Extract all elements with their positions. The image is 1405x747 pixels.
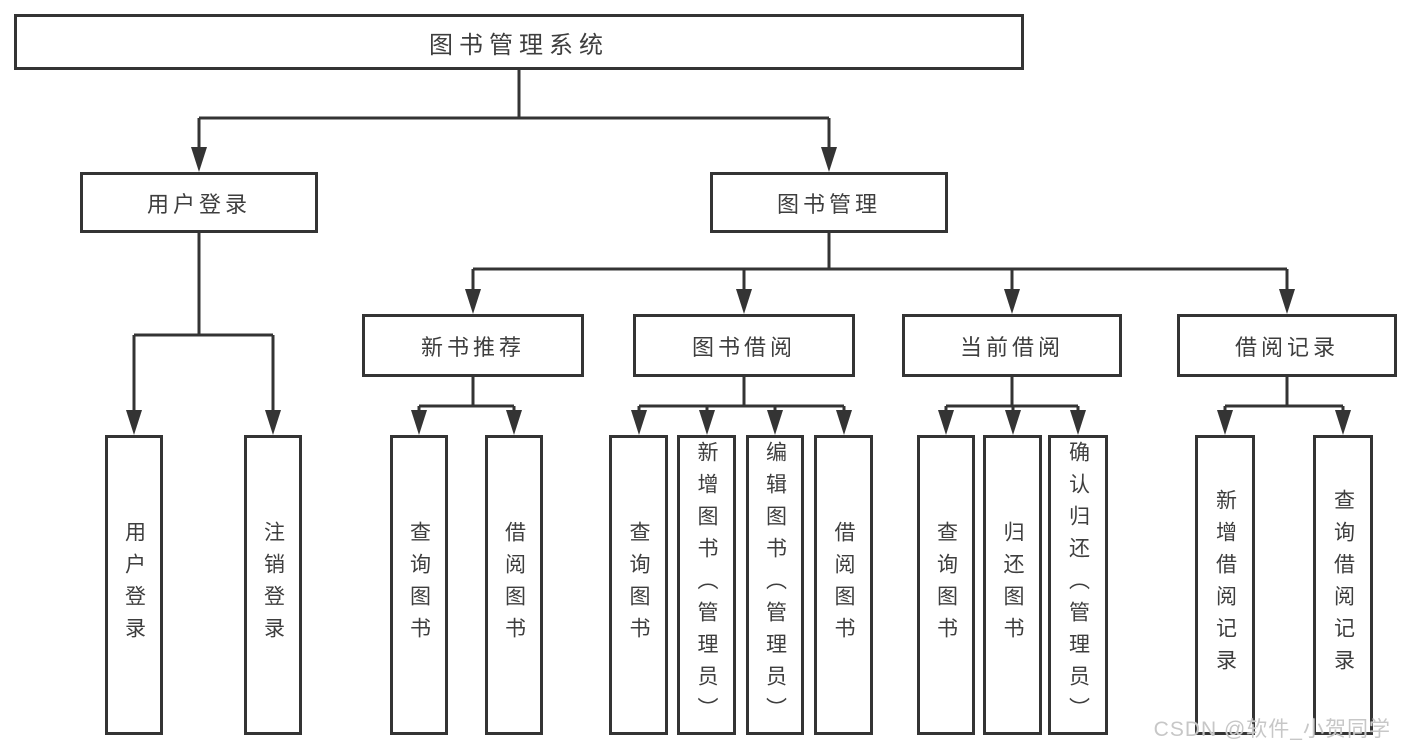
leaf-borrow-edit-books-label: 编辑图书（管理员） xyxy=(763,441,787,729)
arrow-icon xyxy=(767,410,783,435)
leaf-user-login: 用户登录 xyxy=(105,435,163,735)
arrow-icon xyxy=(1217,410,1233,435)
leaf-borrow-add-books-label: 新增图书（管理员） xyxy=(695,441,718,729)
node-user-login: 用户登录 xyxy=(80,172,318,233)
leaf-current-query-books: 查询图书 xyxy=(917,435,975,735)
leaf-rec-query-books: 查询图书 xyxy=(390,435,448,735)
node-book-borrowing: 图书借阅 xyxy=(633,314,855,377)
arrow-icon xyxy=(1279,289,1295,314)
leaf-records-add: 新增借阅记录 xyxy=(1195,435,1255,735)
leaf-current-return-books-label: 归还图书 xyxy=(1001,521,1024,649)
arrow-icon xyxy=(265,410,281,435)
arrow-icon xyxy=(126,410,142,435)
arrow-icon xyxy=(465,289,481,314)
arrow-icon xyxy=(1335,410,1351,435)
arrow-icon xyxy=(938,410,954,435)
leaf-records-add-label: 新增借阅记录 xyxy=(1213,489,1237,681)
leaf-logout: 注销登录 xyxy=(244,435,302,735)
leaf-logout-label: 注销登录 xyxy=(261,521,285,649)
leaf-borrow-edit-books: 编辑图书（管理员） xyxy=(746,435,804,735)
arrow-icon xyxy=(191,147,207,172)
leaf-current-query-books-label: 查询图书 xyxy=(934,521,958,649)
node-library-system: 图书管理系统 xyxy=(14,14,1024,70)
leaf-borrow-query-books-label: 查询图书 xyxy=(627,521,650,649)
leaf-current-confirm-return: 确认归还（管理员） xyxy=(1048,435,1108,735)
leaf-user-login-label: 用户登录 xyxy=(122,521,146,649)
arrow-icon xyxy=(1004,289,1020,314)
leaf-rec-borrow-books: 借阅图书 xyxy=(485,435,543,735)
leaf-borrow-query-books: 查询图书 xyxy=(609,435,668,735)
arrow-icon xyxy=(821,147,837,172)
arrow-icon xyxy=(736,289,752,314)
leaf-borrow-add-books: 新增图书（管理员） xyxy=(677,435,736,735)
leaf-rec-query-books-label: 查询图书 xyxy=(407,521,431,649)
leaf-rec-borrow-books-label: 借阅图书 xyxy=(502,521,526,649)
node-current-borrowing: 当前借阅 xyxy=(902,314,1122,377)
leaf-records-query-label: 查询借阅记录 xyxy=(1331,489,1355,681)
leaf-current-return-books: 归还图书 xyxy=(983,435,1042,735)
node-book-management: 图书管理 xyxy=(710,172,948,233)
node-new-book-recommend: 新书推荐 xyxy=(362,314,584,377)
csdn-watermark: CSDN @软件_小贺同学 xyxy=(1153,718,1391,741)
arrow-icon xyxy=(506,410,522,435)
leaf-current-confirm-return-label: 确认归还（管理员） xyxy=(1066,441,1090,729)
arrow-icon xyxy=(1005,410,1021,435)
leaf-records-query: 查询借阅记录 xyxy=(1313,435,1373,735)
arrow-icon xyxy=(1070,410,1086,435)
arrow-icon xyxy=(699,410,715,435)
node-borrowing-records: 借阅记录 xyxy=(1177,314,1397,377)
leaf-borrow-borrow-books: 借阅图书 xyxy=(814,435,873,735)
leaf-borrow-borrow-books-label: 借阅图书 xyxy=(832,521,855,649)
arrow-icon xyxy=(836,410,852,435)
arrow-icon xyxy=(411,410,427,435)
arrow-icon xyxy=(631,410,647,435)
